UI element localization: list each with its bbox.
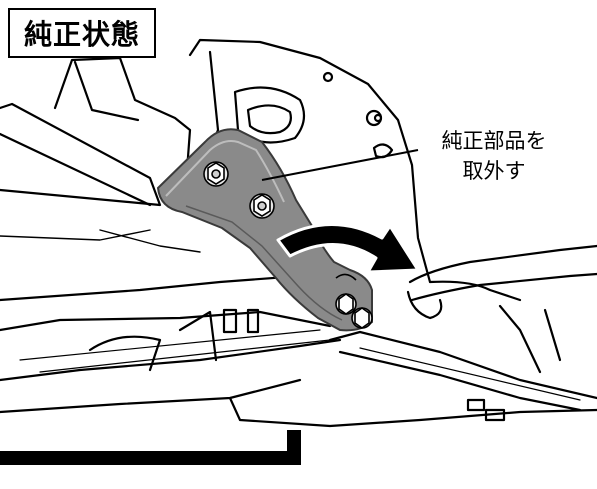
bottom-frame-bar bbox=[0, 430, 301, 465]
bracket-highlight bbox=[165, 140, 285, 203]
callout-leader-line bbox=[261, 149, 419, 181]
bolt-icon bbox=[335, 293, 357, 315]
strut-tower-outline bbox=[53, 56, 192, 189]
bolts bbox=[203, 161, 373, 329]
callout-line-1: 純正部品を bbox=[441, 129, 547, 153]
hole bbox=[322, 71, 334, 83]
wheel-arch-outline bbox=[188, 38, 432, 284]
lower-arm-outline bbox=[408, 244, 597, 284]
body-outlines bbox=[0, 38, 597, 428]
callout-line-2: 取外す bbox=[462, 159, 526, 183]
frame-rail-outline bbox=[0, 102, 162, 207]
bolt-icon bbox=[203, 161, 229, 187]
title-label: 純正状態 bbox=[8, 8, 156, 58]
bolt-icon bbox=[249, 193, 275, 219]
curved-arrow-icon bbox=[276, 223, 420, 274]
bolt-icon bbox=[351, 307, 373, 329]
callout-label: 純正部品を 取外す bbox=[410, 126, 578, 186]
